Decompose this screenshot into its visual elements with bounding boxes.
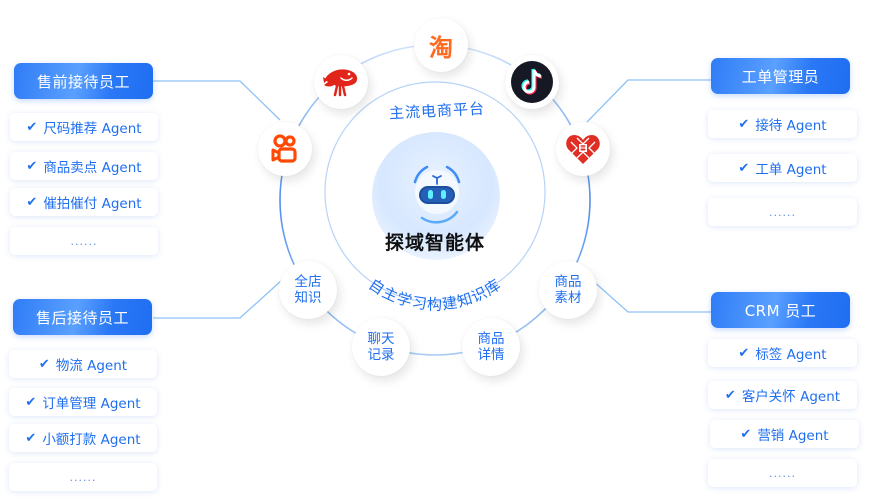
agent-card[interactable]: ✔ 工单 Agent — [708, 154, 857, 182]
group-header-crm[interactable]: CRM 员工 — [711, 292, 850, 328]
group-header-ticket[interactable]: 工单管理员 — [711, 58, 850, 94]
arc-label-bottom: 自主学习构建知识库 — [365, 275, 504, 313]
knowledge-store[interactable]: 全店 知识 — [279, 261, 337, 319]
knowledge-product-detail[interactable]: 商品 详情 — [462, 318, 520, 376]
agent-card[interactable]: ✔ 催拍催付 Agent — [10, 188, 158, 216]
agent-card[interactable]: ✔ 物流 Agent — [9, 350, 157, 378]
robot-icon — [413, 165, 461, 224]
agent-card[interactable]: ✔ 客户关怀 Agent — [708, 381, 857, 409]
check-icon: ✔ — [738, 160, 750, 176]
agent-card[interactable]: ✔ 营销 Agent — [710, 420, 859, 448]
connector-aftersales — [153, 279, 283, 319]
agent-card[interactable]: ✔ 标签 Agent — [708, 339, 857, 367]
agent-card-more[interactable]: ...... — [10, 227, 158, 255]
knowledge-chat[interactable]: 聊天 记录 — [352, 318, 410, 376]
check-icon: ✔ — [38, 356, 50, 372]
platform-pinduoduo[interactable] — [556, 122, 610, 176]
center-title: 探域智能体 — [384, 232, 485, 254]
group-header-presales[interactable]: 售前接待员工 — [14, 63, 153, 99]
connector-presales — [153, 80, 281, 121]
pinduoduo-logo-icon — [566, 135, 600, 164]
agent-card[interactable]: ✔ 订单管理 Agent — [9, 388, 157, 416]
douyin-logo-icon — [511, 61, 553, 103]
connector-ticket — [586, 79, 711, 123]
knowledge-product-material[interactable]: 商品 素材 — [539, 261, 597, 319]
agent-card[interactable]: ✔ 商品卖点 Agent — [10, 152, 158, 180]
connector-crm — [591, 279, 711, 313]
platform-taobao[interactable]: 淘 — [414, 18, 468, 72]
check-icon: ✔ — [25, 430, 37, 446]
agent-card[interactable]: ✔ 小额打款 Agent — [9, 424, 157, 452]
check-icon: ✔ — [25, 394, 37, 410]
agent-card-more[interactable]: ...... — [708, 198, 857, 226]
taobao-logo-icon: 淘 — [429, 33, 453, 62]
platform-jd[interactable] — [314, 55, 368, 109]
platform-kuaishou[interactable] — [258, 122, 312, 176]
check-icon: ✔ — [26, 194, 38, 210]
agent-card-more[interactable]: ...... — [708, 459, 857, 487]
inner-ring — [324, 81, 546, 303]
check-icon: ✔ — [738, 345, 750, 361]
check-icon: ✔ — [26, 119, 38, 135]
group-header-aftersales[interactable]: 售后接待员工 — [13, 299, 152, 335]
agent-card-more[interactable]: ...... — [9, 463, 157, 491]
platform-douyin[interactable] — [505, 55, 559, 109]
agent-card[interactable]: ✔ 接待 Agent — [708, 110, 857, 138]
check-icon: ✔ — [26, 158, 38, 174]
check-icon: ✔ — [738, 116, 750, 132]
kuaishou-logo-icon — [271, 134, 297, 163]
agent-card[interactable]: ✔ 尺码推荐 Agent — [10, 113, 158, 141]
jd-dog-logo-icon — [323, 69, 358, 97]
check-icon: ✔ — [740, 426, 752, 442]
check-icon: ✔ — [724, 387, 736, 403]
